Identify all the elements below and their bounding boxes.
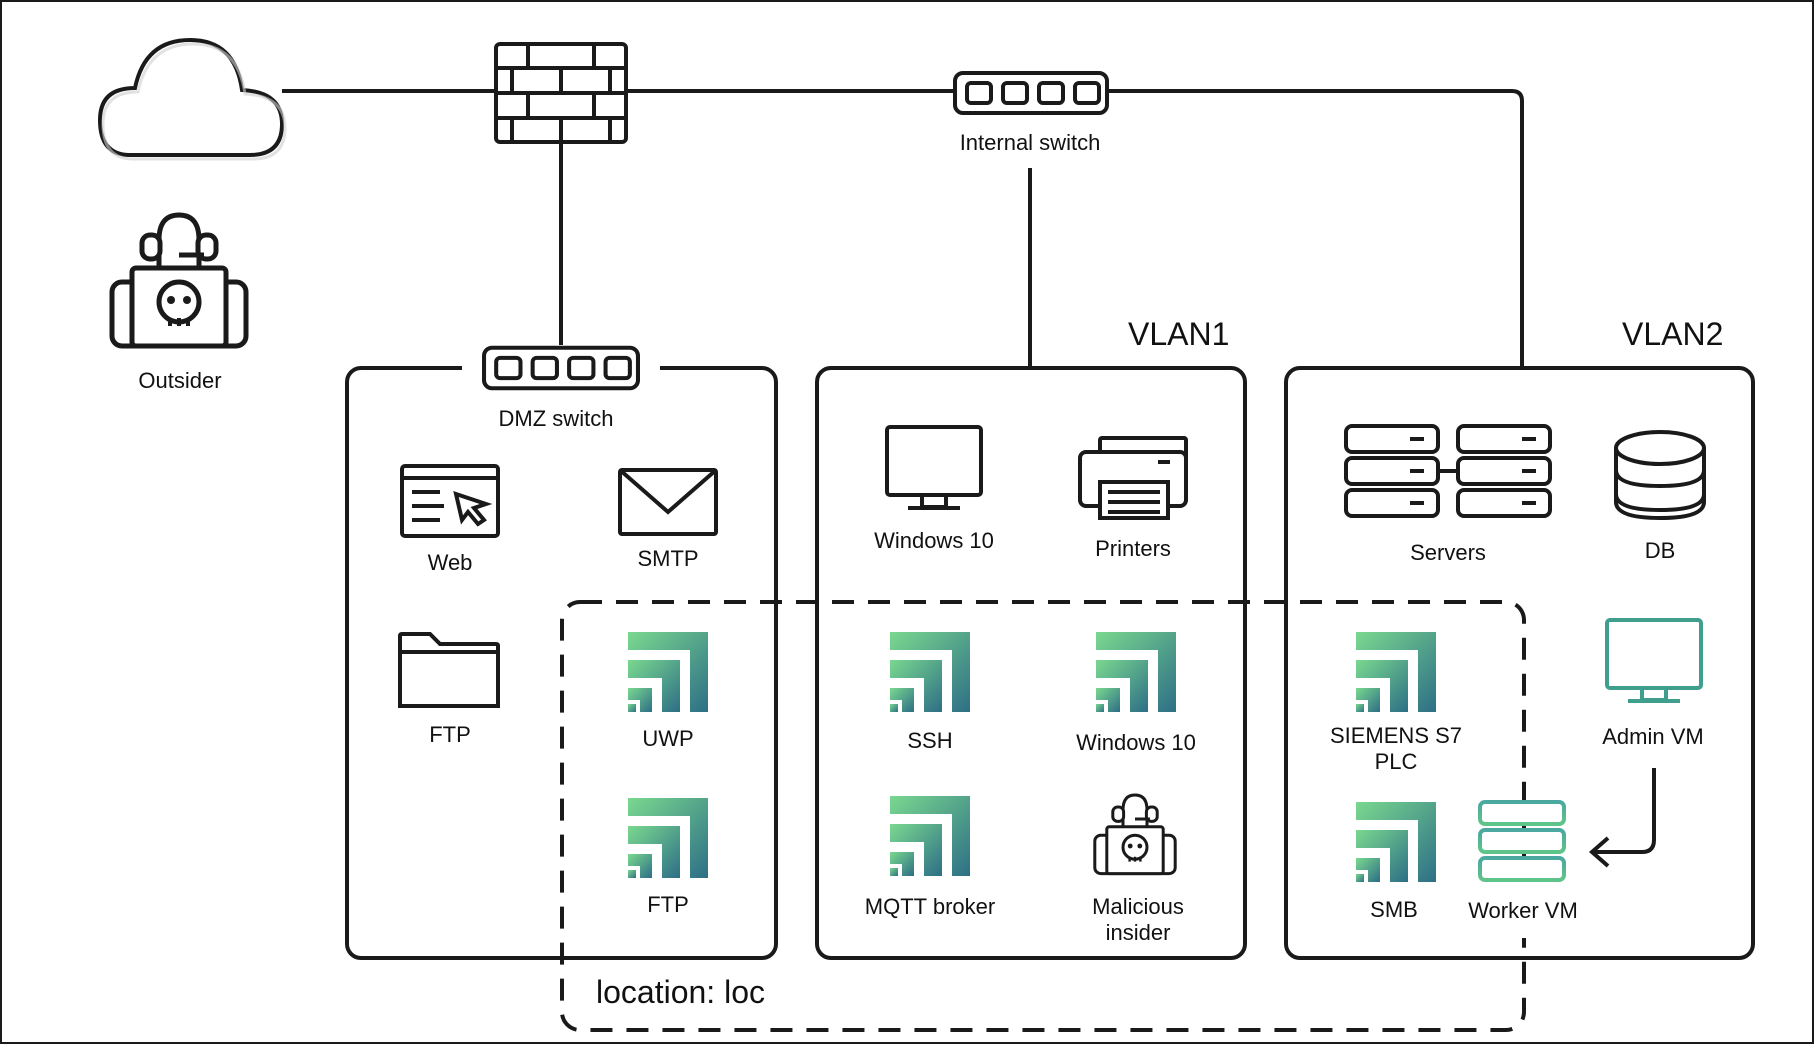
ftp-honeypot-label: FTP [647,892,689,917]
outsider-label: Outsider [138,368,222,393]
network-links [282,89,1524,366]
siemens-plc-label: SIEMENS S7 PLC [1329,723,1463,774]
location-zone [560,600,1526,1032]
dmz-switch-icon [484,348,638,389]
printers-label: Printers [1095,536,1171,561]
firewall-icon [494,42,628,144]
uwp-honeypot-icon [628,632,708,712]
vlan2-zone [1284,366,1755,960]
ssh-honeypot-icon [890,632,970,712]
windows10-honeypot-icon [1096,632,1176,712]
mqtt-honeypot-icon [890,796,970,876]
servers-icon [1344,424,1552,518]
db-label: DB [1644,538,1676,563]
windows10-honeypot-label: Windows 10 [1076,730,1196,755]
windows10-monitor-icon [885,425,983,510]
database-icon [1614,430,1706,521]
cloud-icon [97,37,287,161]
dmz-switch-label: DMZ switch [498,406,614,431]
web-icon [400,464,500,538]
ftp-folder-icon [398,632,500,708]
printer-icon [1078,436,1188,520]
smb-label: SMB [1370,897,1418,922]
malicious-insider-icon [1093,793,1177,876]
worker-vm-label: Worker VM [1468,898,1578,923]
ftp-honeypot-icon [628,798,708,878]
mqtt-broker-label: MQTT broker [864,894,996,919]
web-label: Web [427,550,473,575]
link-internal-switch-vlan2 [1104,89,1524,366]
outsider-hacker-icon [112,215,246,346]
uwp-label: UWP [642,726,694,751]
ssh-label: SSH [907,728,953,753]
smb-honeypot-icon [1356,802,1436,882]
worker-vm-server-icon [1478,800,1566,882]
smtp-mail-icon [618,468,718,536]
ftp-dmz-label: FTP [429,722,471,747]
vlan2-label: VLAN2 [1622,316,1724,352]
internal-switch-label: Internal switch [959,130,1101,155]
admin-vm-label: Admin VM [1602,724,1704,749]
malicious-insider-label: Malicious insider [1092,894,1184,945]
location-label: location: loc [596,974,765,1010]
plc-honeypot-icon [1356,632,1436,712]
internal-switch-icon [953,71,1109,115]
servers-label: Servers [1410,540,1486,565]
smtp-label: SMTP [637,546,699,571]
admin-vm-monitor-icon [1607,620,1701,701]
vlan1-zone [815,366,1247,960]
vlan1-label: VLAN1 [1128,316,1230,352]
windows10-label: Windows 10 [874,528,994,553]
admin-to-worker-arrow [1588,768,1656,868]
